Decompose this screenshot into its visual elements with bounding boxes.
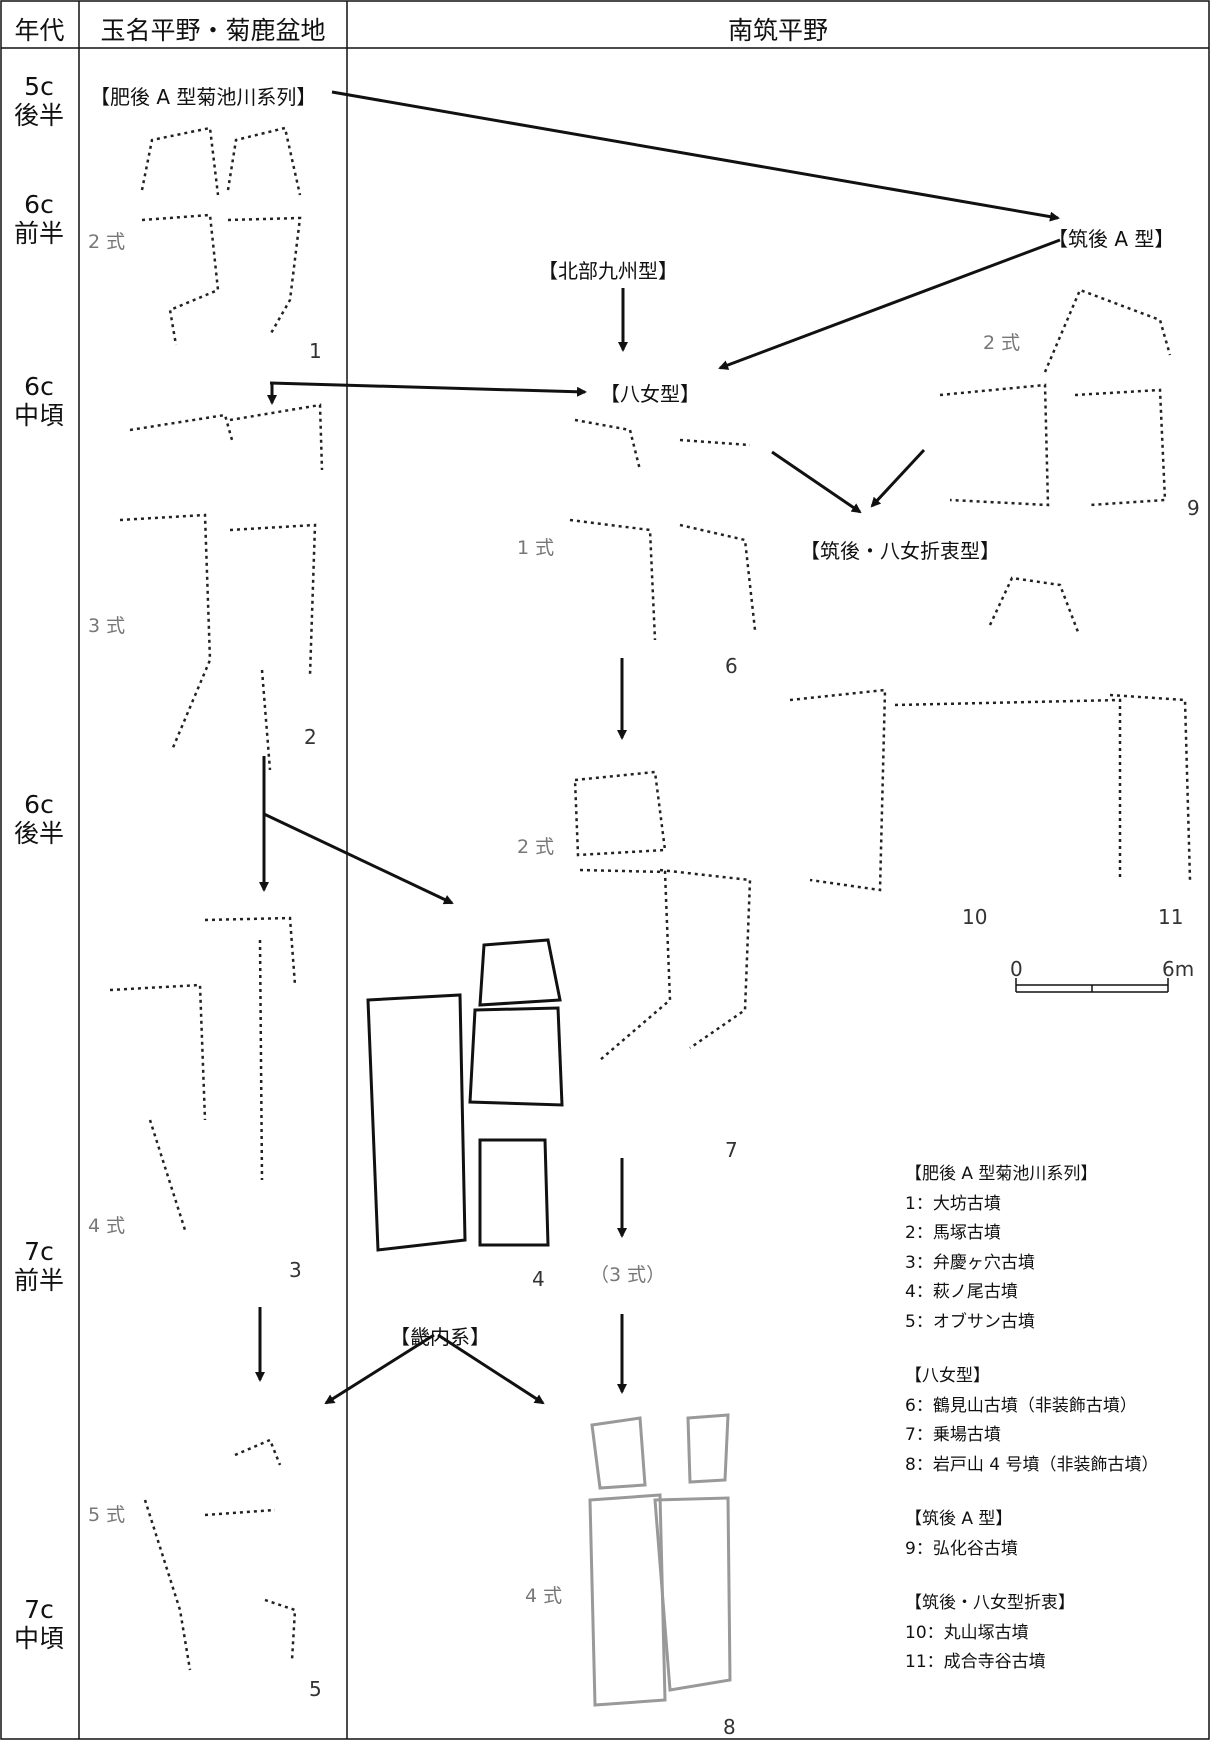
header-era: 年代 (0, 11, 79, 47)
shiki-yame-2: 2 式 (517, 832, 554, 859)
legend-item: 1：大坊古墳 (905, 1190, 1158, 1220)
plan-number-5: 5 (309, 1677, 322, 1701)
header-east: 南筑平野 (347, 11, 1209, 47)
plan-number-4: 4 (532, 1267, 545, 1291)
shiki-west-5: 5 式 (88, 1500, 125, 1527)
legend-item: 8：岩戸山 4 号墳（非装飾古墳） (905, 1451, 1158, 1481)
plan-number-8: 8 (723, 1715, 736, 1739)
arrow-higo-to-chikugo (332, 92, 1058, 218)
legend-item: 4：萩ノ尾古墳 (905, 1278, 1158, 1308)
plan-number-2: 2 (304, 725, 317, 749)
label-secchu: 【筑後・八女折衷型】 (800, 535, 1000, 564)
tomb-plan-5 (145, 1440, 295, 1670)
plan-number-3: 3 (289, 1258, 302, 1282)
label-kinai: 【畿内系】 (390, 1321, 490, 1350)
arrow-2-to-4 (264, 814, 452, 903)
legend-item: 3：弁慶ヶ穴古墳 (905, 1249, 1158, 1279)
tomb-plan-2 (120, 405, 322, 770)
legend-item: 10：丸山塚古墳 (905, 1619, 1158, 1649)
scale-bar (1016, 978, 1168, 992)
legend-item: 9：弘化谷古墳 (905, 1535, 1158, 1565)
legend-item: 11：成合寺谷古墳 (905, 1648, 1158, 1678)
label-higo-a: 【肥後 A 型菊池川系列】 (90, 81, 316, 110)
tomb-plan-3 (110, 918, 295, 1230)
label-3shiki: （3 式） (590, 1260, 665, 1287)
shiki-yame-1: 1 式 (517, 533, 554, 560)
tomb-plan-7 (575, 772, 750, 1060)
scale-zero: 0 (1010, 957, 1023, 981)
legend-item: 7：乗場古墳 (905, 1421, 1158, 1451)
tomb-plan-10-11 (790, 578, 1190, 890)
label-yame: 【八女型】 (600, 378, 700, 407)
header-west: 玉名平野・菊鹿盆地 (79, 11, 347, 47)
tomb-plan-8 (590, 1415, 730, 1705)
tomb-plan-9 (940, 290, 1170, 505)
scale-max: 6m (1162, 957, 1194, 981)
plan-number-6: 6 (725, 654, 738, 678)
legend-group-title-secchu: 【筑後・八女型折衷】 (905, 1589, 1158, 1619)
shiki-west-3: 3 式 (88, 611, 125, 638)
legend-group-title-yame: 【八女型】 (905, 1362, 1158, 1392)
shiki-west-4: 4 式 (88, 1211, 125, 1238)
legend: 【肥後 A 型菊池川系列】 1：大坊古墳 2：馬塚古墳 3：弁慶ヶ穴古墳 4：萩… (905, 1160, 1158, 1678)
legend-group-title-higo-a: 【肥後 A 型菊池川系列】 (905, 1160, 1158, 1190)
shiki-chikugo-2: 2 式 (983, 328, 1020, 355)
tomb-plan-4 (368, 940, 562, 1250)
label-chikugo-a: 【筑後 A 型】 (1048, 223, 1174, 252)
plan-number-9: 9 (1187, 496, 1200, 520)
arrow-west-to-yame (270, 383, 585, 392)
plan-number-10: 10 (962, 905, 987, 929)
legend-item: 5：オブサン古墳 (905, 1308, 1158, 1338)
arrow-chikugo-to-secchu (872, 450, 924, 506)
label-hokubu: 【北部九州型】 (538, 255, 678, 284)
tomb-plan-1 (142, 128, 300, 345)
tomb-plan-6 (570, 420, 755, 640)
plan-number-7: 7 (725, 1138, 738, 1162)
plan-number-11: 11 (1158, 905, 1183, 929)
shiki-yame-4: 4 式 (525, 1581, 562, 1608)
plan-number-1: 1 (309, 339, 322, 363)
legend-item: 6：鶴見山古墳（非装飾古墳） (905, 1392, 1158, 1422)
shiki-west-2: 2 式 (88, 227, 125, 254)
legend-group-title-chikugo-a: 【筑後 A 型】 (905, 1505, 1158, 1535)
legend-item: 2：馬塚古墳 (905, 1219, 1158, 1249)
arrow-yame-to-secchu (772, 452, 860, 512)
